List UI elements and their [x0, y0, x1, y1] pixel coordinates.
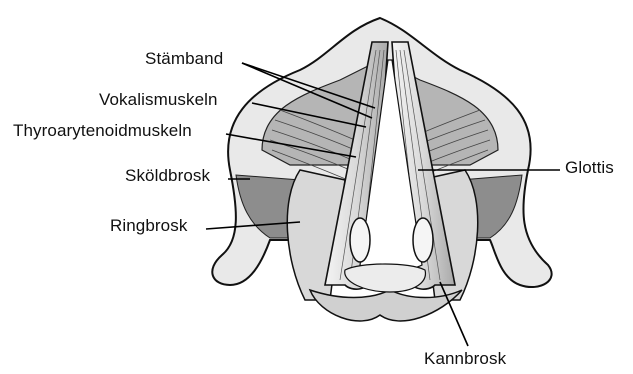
label-thyroarytenoidmuskeln: Thyroarytenoidmuskeln [13, 121, 192, 141]
label-kannbrosk: Kannbrosk [424, 349, 506, 369]
label-glottis: Glottis [565, 158, 614, 178]
label-vokalismuskeln: Vokalismuskeln [99, 90, 218, 110]
label-skoldbrosk: Sköldbrosk [125, 166, 210, 186]
label-stamband: Stämband [145, 49, 223, 69]
arytenoid-left [350, 218, 370, 262]
label-ringbrosk: Ringbrosk [110, 216, 187, 236]
arytenoid-right [413, 218, 433, 262]
